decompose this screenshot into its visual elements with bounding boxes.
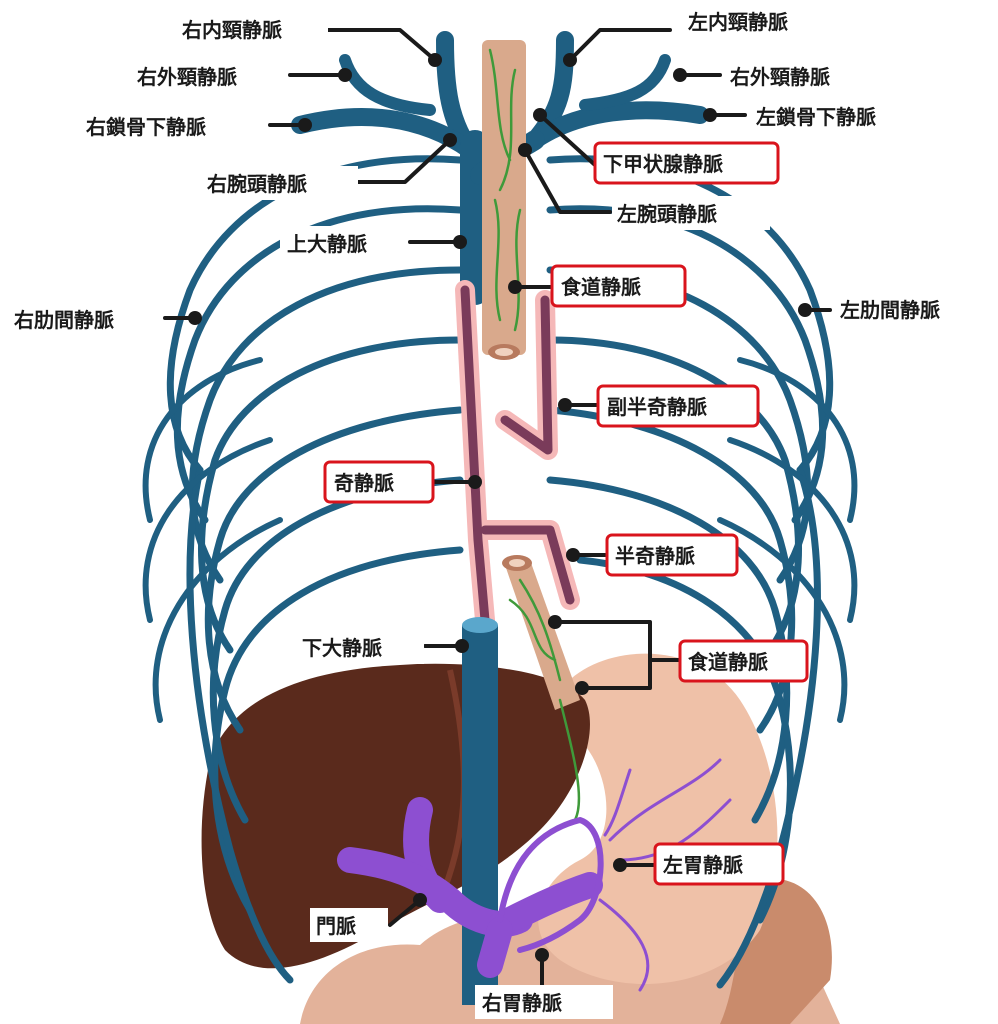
- label-esophageal-veins-lower: 食道静脈: [688, 650, 768, 674]
- portal-vein-lower: [477, 917, 513, 978]
- label-esophageal-veins-upper: 食道静脈: [561, 275, 641, 299]
- label-left-internal-jugular-vein: 左内頸静脈: [688, 10, 788, 34]
- label-right-subclavian-vein: 右鎖骨下静脈: [86, 115, 206, 139]
- label-right-gastric-vein: 右胃静脈: [482, 991, 562, 1015]
- label-left-gastric-vein: 左胃静脈: [663, 853, 743, 877]
- highlighted-labels: 下甲状腺静脈 食道静脈 副半奇静脈 奇静脈 半奇静脈 食道静脈 左胃静脈: [323, 141, 809, 886]
- label-superior-vena-cava: 上大静脈: [287, 232, 367, 256]
- labels: 右内頸静脈 左内頸静脈 右外頸静脈 右外頸静脈 右鎖骨下静脈 左鎖骨下静脈 右腕…: [8, 4, 993, 1019]
- gastric-vein-loop: [497, 817, 604, 953]
- esophagus-lower: [502, 555, 581, 822]
- abdominal-organs: [201, 653, 840, 1024]
- label-left-subclavian-vein: 左鎖骨下静脈: [756, 105, 876, 129]
- label-right-external-jugular-vein: 右外頸静脈: [137, 65, 237, 89]
- label-left-intercostal-vein: 左肋間静脈: [840, 298, 940, 322]
- portal-system: [337, 758, 732, 992]
- label-right-internal-jugular-vein: 右内頸静脈: [182, 18, 282, 42]
- label-right-brachiocephalic-vein: 右腕頭静脈: [207, 172, 307, 196]
- label-inferior-thyroid-vein: 下甲状腺静脈: [603, 152, 723, 176]
- label-accessory-hemiazygos-vein: 副半奇静脈: [607, 395, 707, 419]
- splenic-vein: [487, 872, 603, 938]
- label-left-brachiocephalic-vein: 左腕頭静脈: [617, 202, 717, 226]
- label-portal-vein: 門脈: [316, 914, 356, 938]
- left-external-jugular-vein: [579, 54, 671, 111]
- label-left-external-jugular-vein: 右外頸静脈: [730, 65, 830, 89]
- left-subclavian-vein: [526, 101, 709, 149]
- right-external-jugular-vein: [339, 54, 436, 116]
- label-inferior-vena-cava: 下大静脈: [302, 636, 382, 660]
- azygos-system: [455, 280, 580, 630]
- accessory-hemiazygos-vein: [500, 295, 553, 455]
- label-azygos-vein: 奇静脈: [334, 471, 394, 495]
- anchor-dots: [188, 53, 812, 962]
- label-right-intercostal-vein: 右肋間静脈: [14, 308, 114, 332]
- stomach: [538, 653, 778, 984]
- azygos-vein: [460, 285, 490, 625]
- esophagus-upper: [482, 40, 526, 360]
- label-hemiazygos-vein: 半奇静脈: [615, 544, 695, 568]
- hemiazygos-vein: [480, 525, 575, 605]
